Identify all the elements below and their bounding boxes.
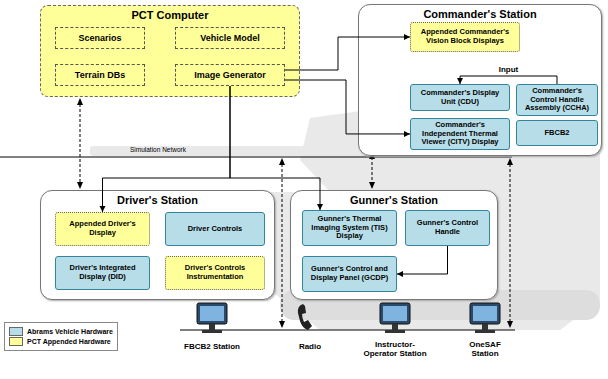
computer-box: PCT ComputerScenarios Vehicle ModelTerrai… [40, 5, 300, 97]
connector-label: Input [497, 65, 521, 74]
station-box: Commander's StationAppended Commander's … [358, 4, 602, 156]
vehicle-hardware-box: FBCB2 [516, 120, 598, 146]
box-label: Driver's Controls Instrumentation [169, 264, 261, 281]
box-label: Image Generator [194, 70, 266, 80]
station-box: Gunner's StationGunner's Thermal Imaging… [290, 190, 498, 300]
box-label: Appended Commander's Vision Block Displa… [414, 28, 516, 45]
arrowhead [397, 271, 403, 277]
station-label: FBCB2 Station [182, 342, 242, 351]
vehicle-hardware-box: Commander's Independent Thermal Viewer (… [410, 118, 510, 150]
station-title: Gunner's Station [291, 191, 497, 206]
simulation-network-line [0, 157, 512, 158]
appended-hardware-box: Driver's Controls Instrumentation [165, 256, 265, 290]
box-label: Appended Driver's Display [59, 220, 146, 237]
arrowhead [100, 206, 106, 212]
vehicle-hardware-box: Commander's Control Handle Assembly (CCH… [516, 84, 598, 116]
legend-row: PCT Appended Hardware [9, 337, 113, 346]
vehicle-hardware-box: Gunner's Thermal Imaging System (TIS) Di… [302, 210, 397, 246]
box-label: Commander's Control Handle Assembly (CCH… [520, 87, 594, 113]
connector-arrow [285, 37, 410, 70]
monitor-icon [197, 303, 227, 333]
legend-swatch [9, 337, 23, 346]
arrowhead [457, 78, 463, 84]
module-box: Terrain DBs [55, 64, 145, 86]
connector-arrow [397, 246, 448, 274]
station-label: Instructor-Operator Station [362, 340, 428, 358]
box-label: FBCB2 [544, 129, 569, 138]
box-label: Terrain DBs [75, 70, 125, 80]
connector-arrow [103, 86, 231, 212]
station-title: PCT Computer [41, 6, 299, 21]
appended-hardware-box: Appended Driver's Display [55, 212, 150, 246]
station-label: Radio [290, 342, 330, 351]
legend: Abrams Vehicle HardwarePCT Appended Hard… [4, 322, 118, 351]
appended-hardware-box: Appended Commander's Vision Block Displa… [410, 22, 520, 52]
module-box: Scenarios [55, 27, 145, 49]
station-title: Driver's Station [41, 191, 274, 206]
connector-arrow [460, 76, 557, 84]
legend-text: PCT Appended Hardware [27, 338, 111, 345]
box-label: Driver's Integrated Display (DID) [59, 264, 146, 281]
radio-handset-icon [298, 304, 312, 330]
legend-text: Abrams Vehicle Hardware [27, 328, 113, 335]
connector-arrow [230, 86, 320, 210]
station-box: Driver's StationAppended Driver's Displa… [40, 190, 275, 300]
box-label: Commander's Display Unit (CDU) [414, 89, 506, 106]
legend-row: Abrams Vehicle Hardware [9, 327, 113, 336]
vehicle-hardware-box: Driver's Integrated Display (DID) [55, 256, 150, 290]
box-label: Gunner's Thermal Imaging System (TIS) Di… [306, 215, 393, 241]
arrowhead [404, 34, 410, 40]
box-label: Gunner's Control and Display Panel (GCDP… [306, 265, 393, 282]
vehicle-hardware-box: Gunner's Control and Display Panel (GCDP… [302, 256, 397, 292]
box-label: Scenarios [78, 33, 121, 43]
vehicle-hardware-box: Driver Controls [165, 212, 265, 246]
box-label: Vehicle Model [200, 33, 260, 43]
module-box: Image Generator [175, 64, 285, 86]
arrowhead [404, 131, 410, 137]
vehicle-hardware-box: Commander's Display Unit (CDU) [410, 84, 510, 111]
monitor-icon [380, 303, 410, 333]
legend-swatch [9, 327, 23, 336]
connector-arrow [285, 80, 410, 134]
monitor-icon [470, 303, 500, 333]
arrowhead [317, 204, 323, 210]
network-label: Simulation Network [118, 146, 198, 153]
station-label: OneSAF Station [455, 340, 515, 358]
module-box: Vehicle Model [175, 27, 285, 49]
station-title: Commander's Station [359, 5, 601, 20]
box-label: Commander's Independent Thermal Viewer (… [414, 121, 506, 147]
box-label: Gunner's Control Handle [409, 219, 486, 236]
external-network-line [180, 329, 515, 331]
box-label: Driver Controls [188, 225, 243, 234]
vehicle-hardware-box: Gunner's Control Handle [405, 210, 490, 246]
